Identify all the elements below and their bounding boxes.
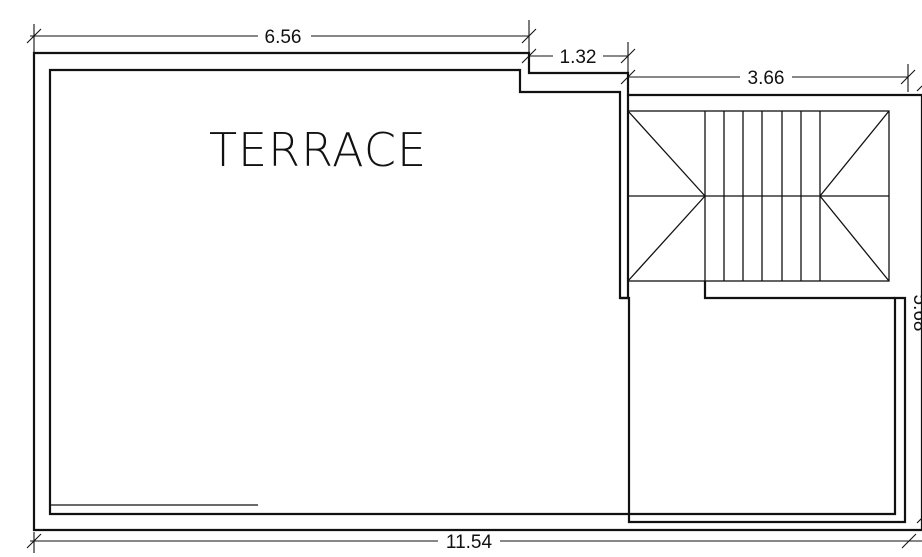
staircase <box>627 110 890 282</box>
dimension-label: 5.68 <box>909 295 922 332</box>
right-inner-wall <box>627 296 907 524</box>
dimension-label: 3.66 <box>748 68 785 89</box>
outer-wall <box>32 51 922 532</box>
dimension-right: 5.68 <box>909 85 922 524</box>
stair-diagonal <box>627 110 706 197</box>
stair-partition-wall <box>620 95 630 300</box>
dimension-bottom: 11.54 <box>26 532 922 553</box>
stair-diagonal <box>819 195 890 282</box>
stair-diagonal <box>819 110 890 197</box>
dimension-top-middle: 1.32 <box>521 42 636 90</box>
room-label: TERRACE <box>209 123 427 177</box>
stair-bottom-wall <box>703 281 895 300</box>
dimension-label: 6.56 <box>265 27 302 48</box>
dimension-top-left: 6.56 <box>26 20 537 70</box>
dimension-label: 11.54 <box>446 532 493 553</box>
dimension-top-right: 3.66 <box>620 64 916 92</box>
dimension-label: 1.32 <box>560 47 597 68</box>
stair-diagonal <box>627 195 706 282</box>
